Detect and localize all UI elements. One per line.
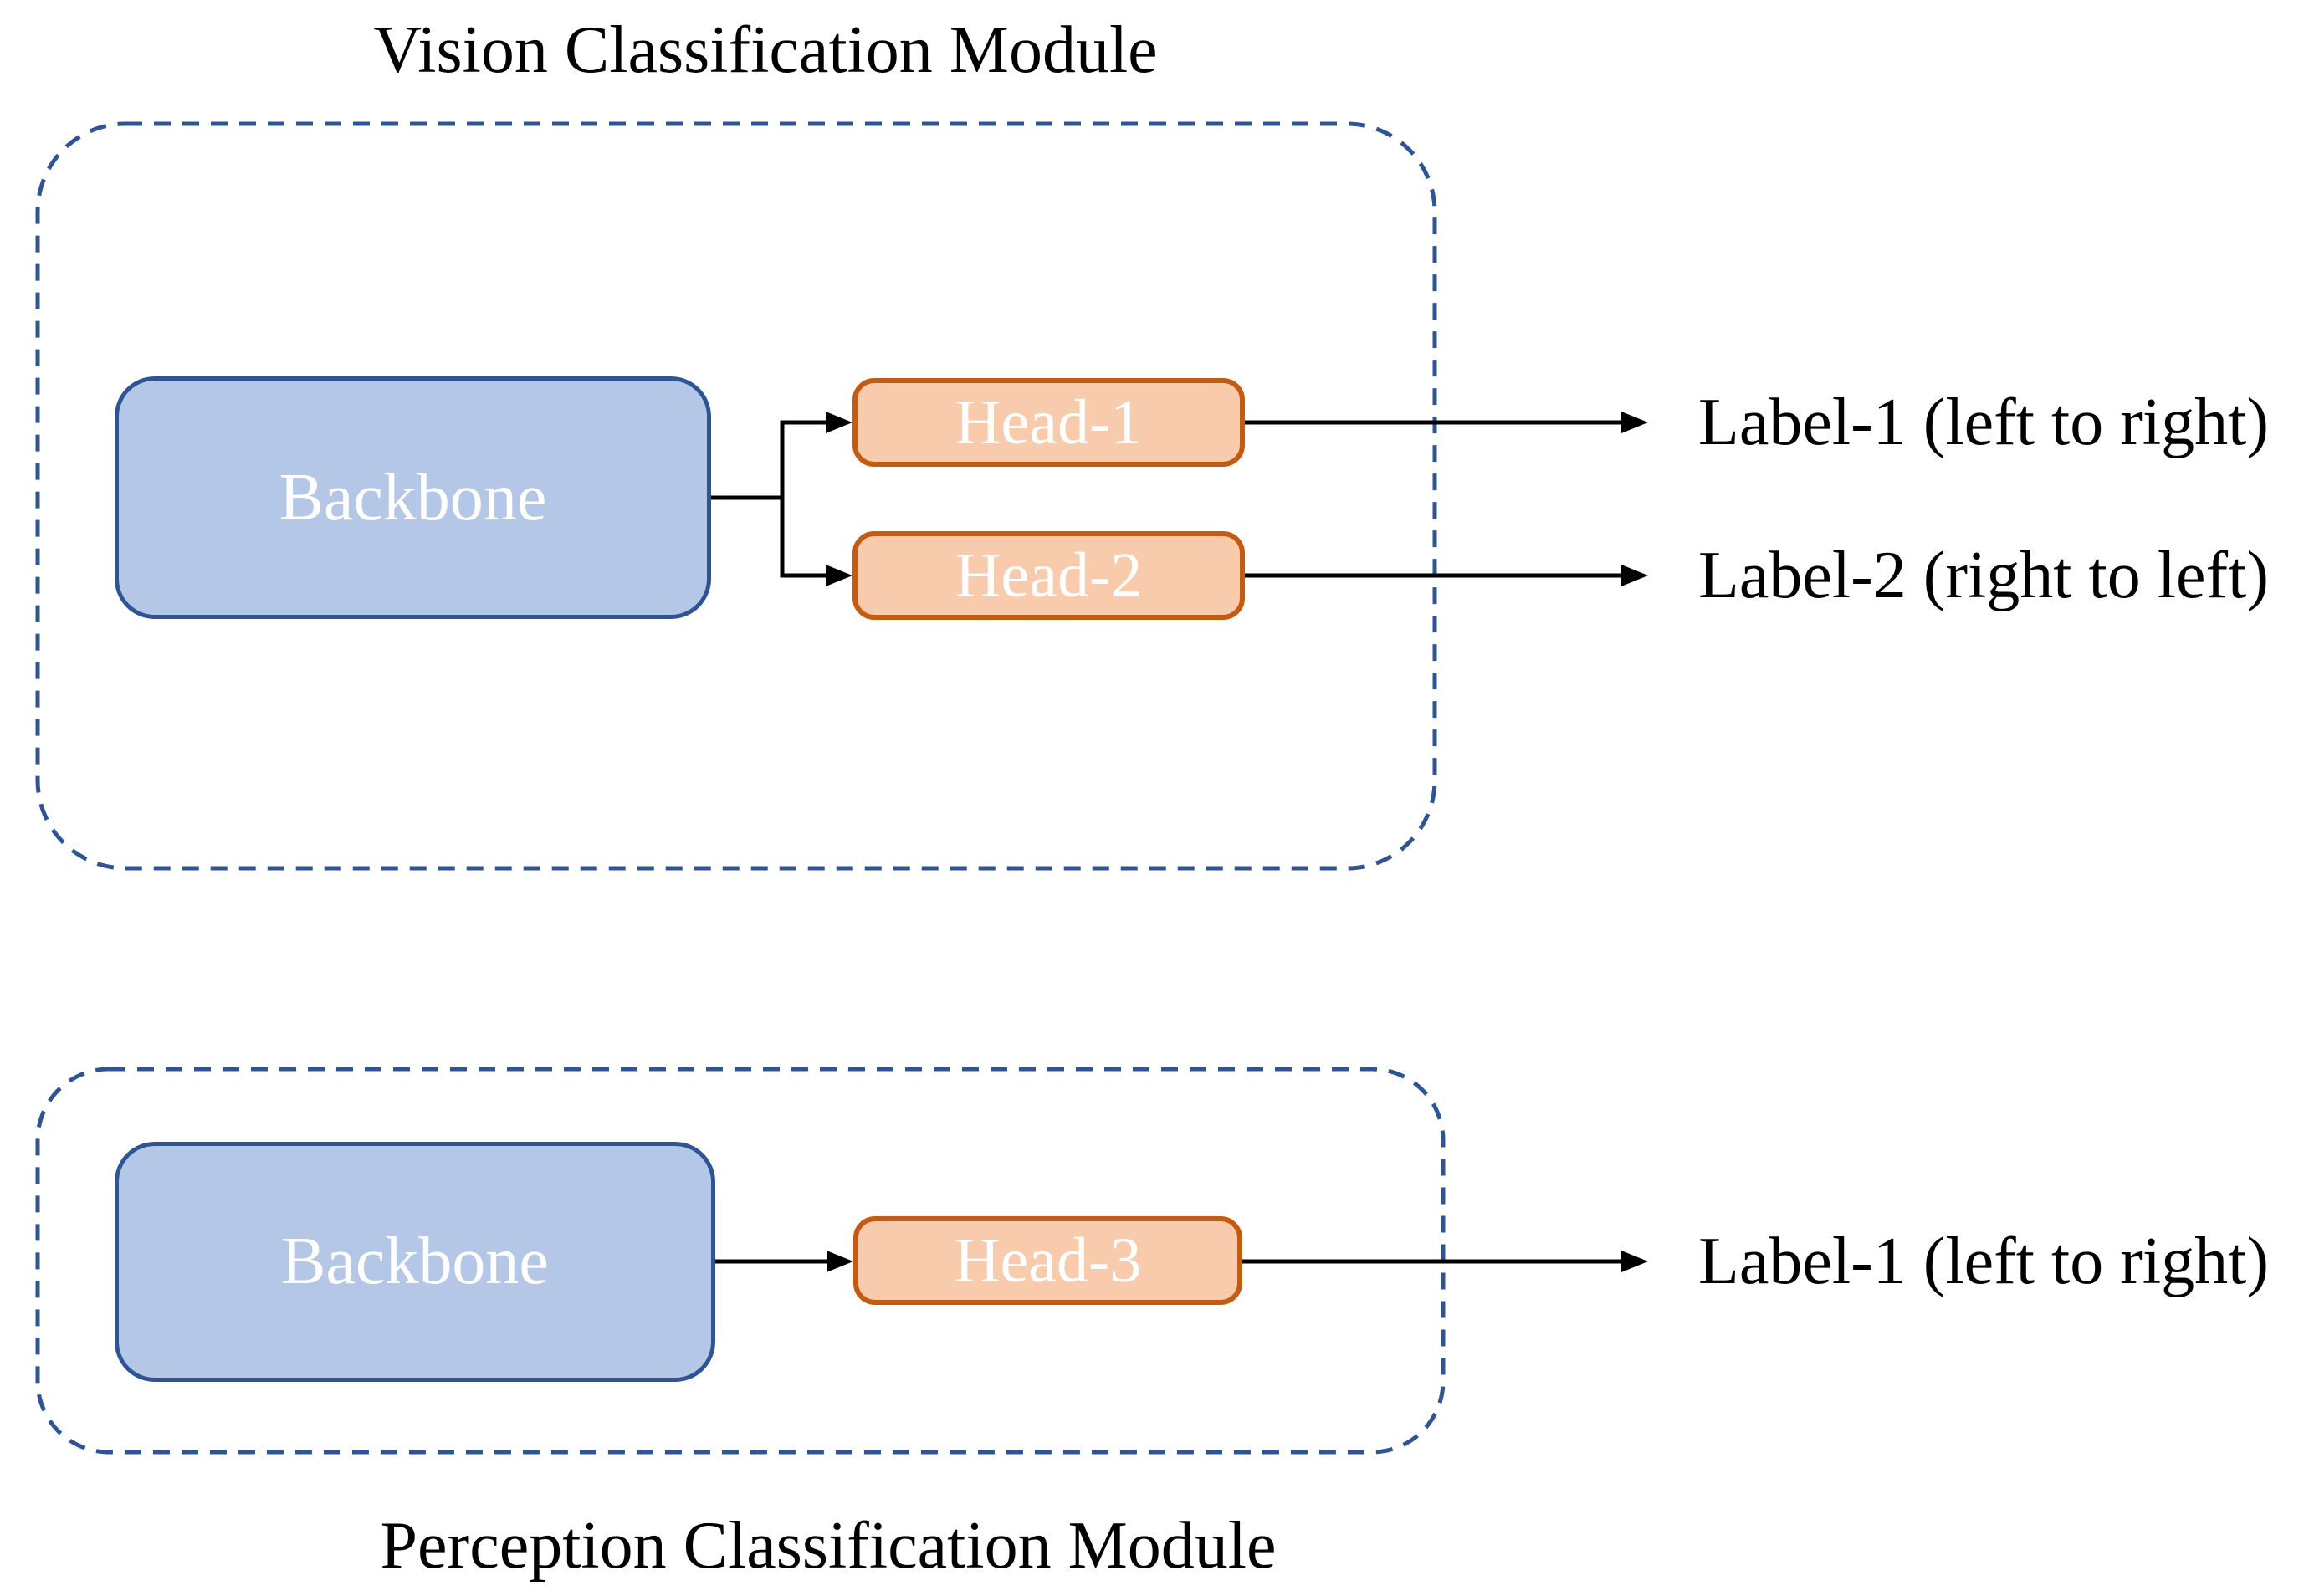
- vision-module-boundary: [35, 121, 1437, 871]
- branch-to-head2-arrowhead: [826, 565, 852, 586]
- perception-module-title: Perception Classification Module: [380, 1509, 1277, 1583]
- head2-to-label2-arrowhead: [1621, 565, 1648, 586]
- head-2-label: Head-2: [955, 540, 1143, 611]
- perception-backbone-label: Backbone: [281, 1225, 549, 1298]
- head1-to-label1-arrowhead: [1621, 412, 1648, 433]
- perception-backbone-node: Backbone: [115, 1142, 715, 1382]
- head-2-node: Head-2: [852, 531, 1245, 620]
- head-1-node: Head-1: [852, 378, 1245, 467]
- vision-output-label-1: Label-1 (left to right): [1698, 386, 2269, 459]
- vision-output-label-2: Label-2 (right to left): [1698, 539, 2269, 612]
- perception-output-label-1: Label-1 (left to right): [1698, 1225, 2269, 1298]
- vision-backbone-node: Backbone: [115, 376, 711, 619]
- vision-backbone-label: Backbone: [279, 460, 547, 535]
- head-1-label: Head-1: [955, 386, 1143, 458]
- head-3-label: Head-3: [954, 1225, 1142, 1296]
- head-3-node: Head-3: [853, 1216, 1242, 1305]
- head3-to-label1-arrowhead: [1621, 1251, 1648, 1272]
- backbone-branch-connector: [709, 420, 831, 578]
- branch-to-head1-arrowhead: [826, 412, 852, 433]
- backbone-to-head3-arrowhead: [827, 1251, 853, 1272]
- vision-module-title: Vision Classification Module: [373, 13, 1158, 87]
